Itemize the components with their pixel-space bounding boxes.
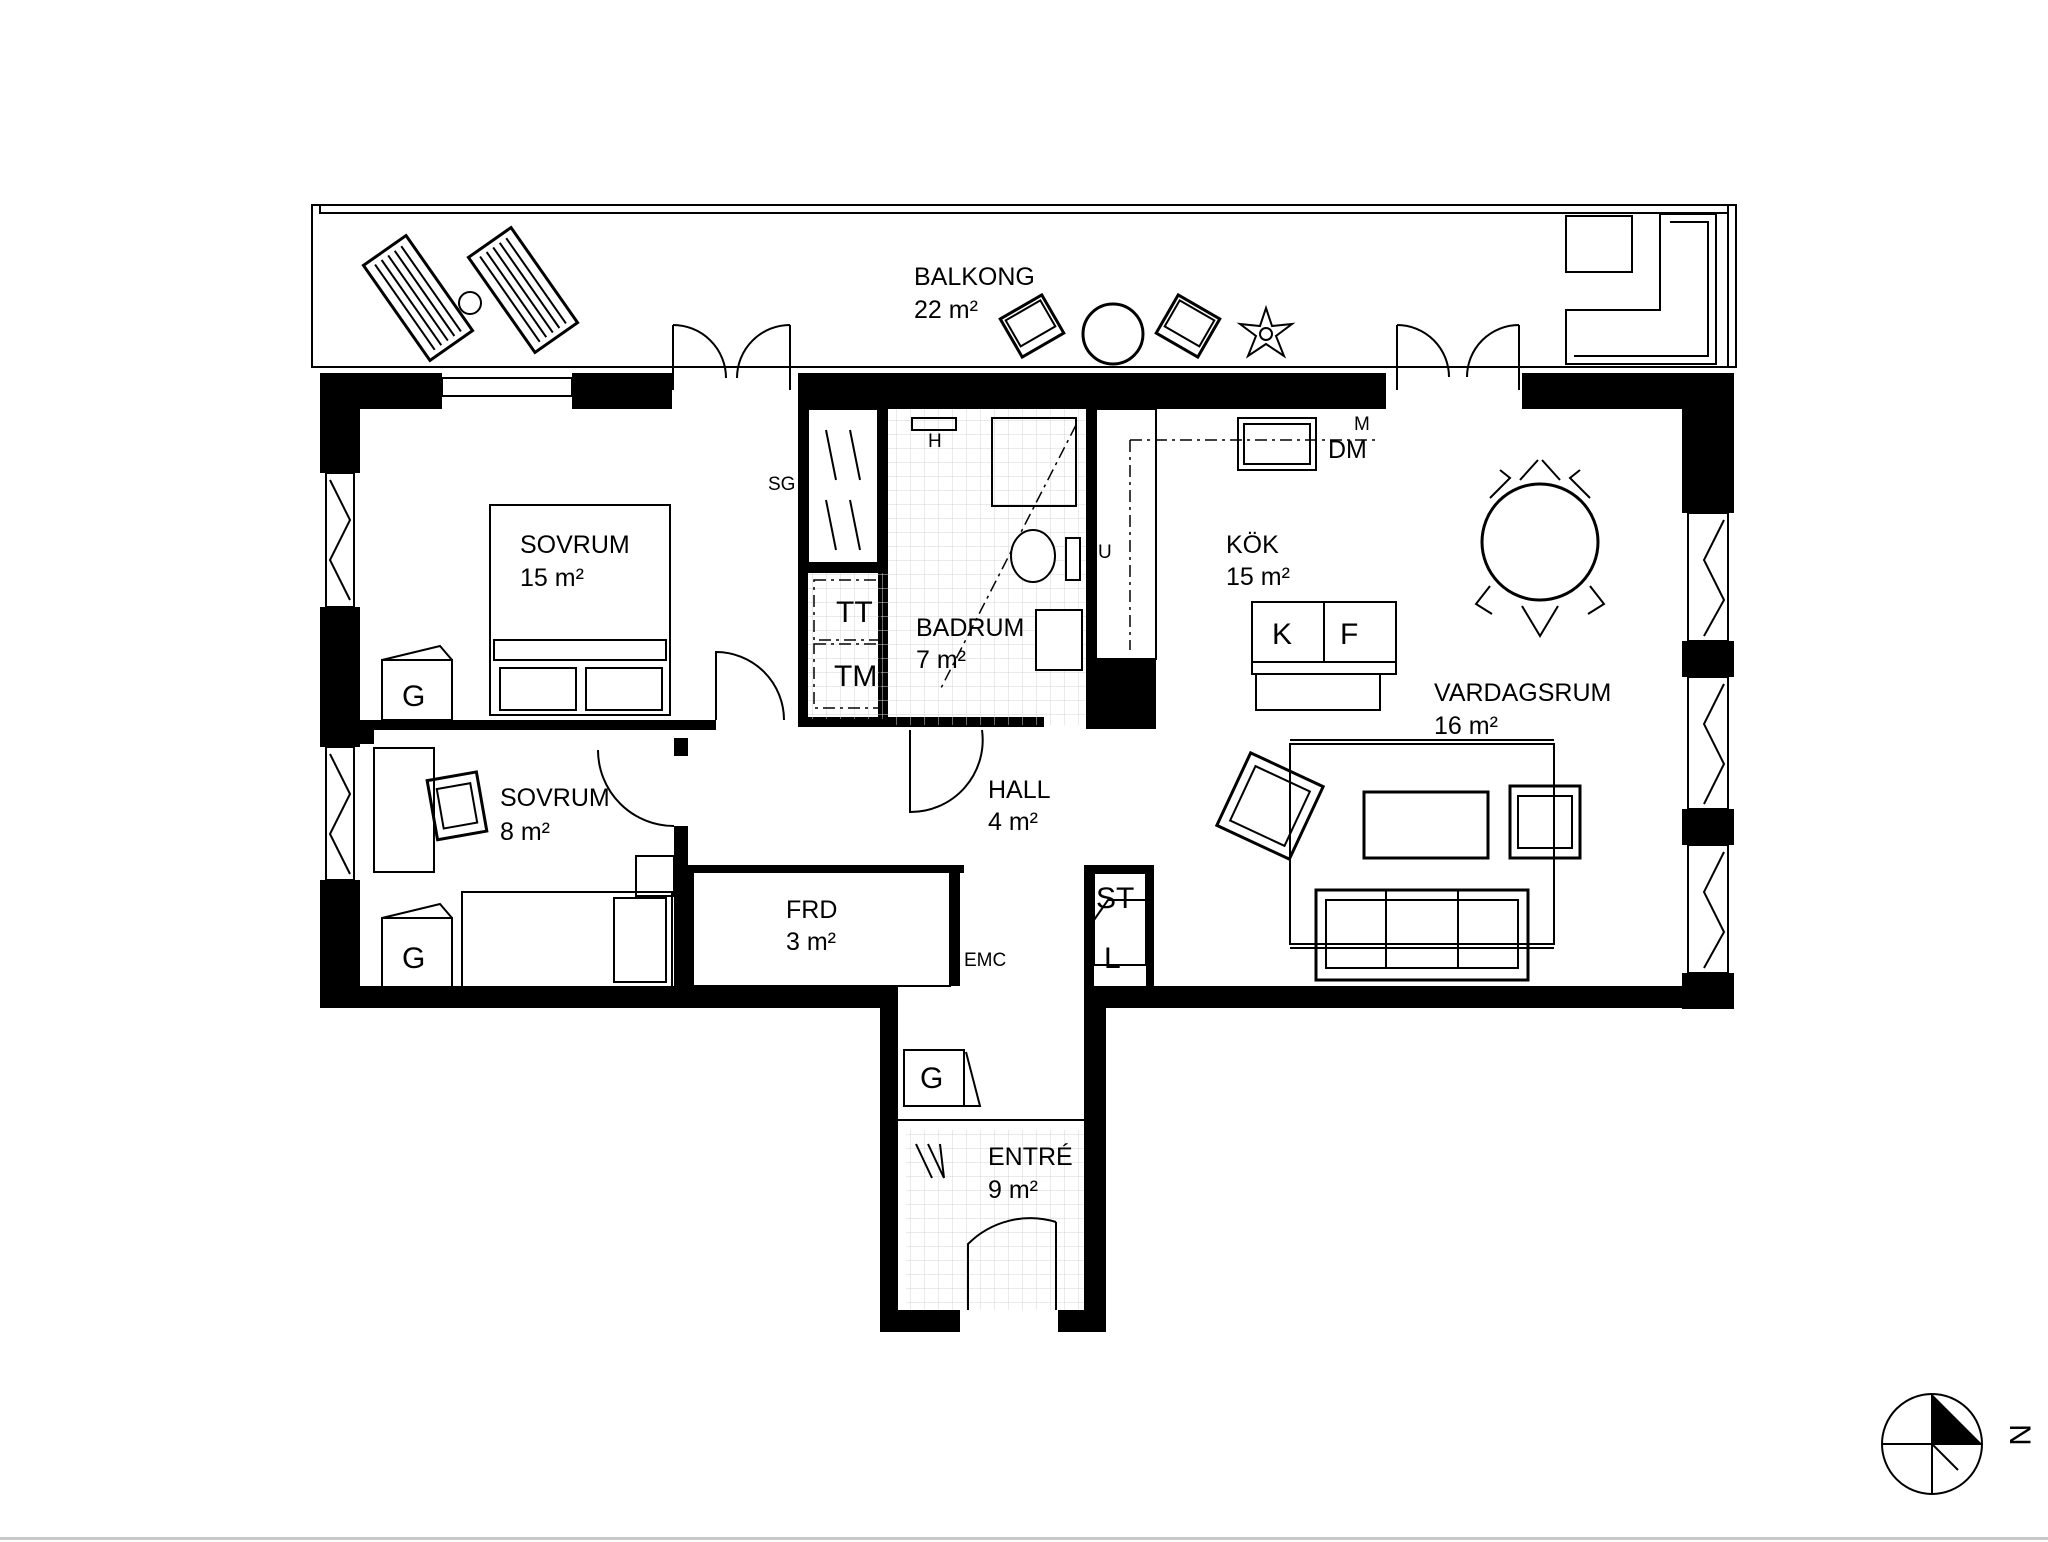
label-emc: EMC [964, 950, 1006, 971]
room-name-balkong: BALKONG [914, 263, 1035, 291]
label-tm: TM [834, 660, 877, 693]
plant [1236, 304, 1296, 359]
sun-lounger [466, 225, 580, 355]
room-name-vardagsrum: VARDAGSRUM [1434, 679, 1611, 707]
room-name-hall: HALL [988, 776, 1051, 804]
page-bottom-rule [0, 1537, 2048, 1540]
room-area-sovrum-small: 8 m² [500, 818, 550, 846]
label-tt: TT [836, 596, 873, 629]
label-st: ST [1096, 882, 1134, 915]
bedroom-small [373, 747, 675, 989]
room-area-entre: 9 m² [988, 1176, 1038, 1204]
label-m: M [1354, 414, 1370, 435]
interior-walls [360, 409, 1156, 986]
label-g-entre: G [920, 1062, 943, 1095]
label-l: L [1104, 942, 1121, 975]
fixture-labels: SG H M DM U TT TM K F G G G ST L EMC [402, 414, 1370, 1095]
balcony-door-right [1396, 324, 1520, 390]
room-area-hall: 4 m² [988, 808, 1038, 836]
room-name-frd: FRD [786, 896, 837, 924]
label-dm: DM [1328, 436, 1367, 464]
label-g-sovrum-small: G [402, 942, 425, 975]
hall-area [687, 729, 1147, 1310]
room-area-badrum: 7 m² [916, 646, 966, 674]
room-area-vardagsrum: 16 m² [1434, 712, 1498, 740]
label-h: H [928, 431, 942, 452]
label-f: F [1340, 618, 1358, 651]
label-g-sovrum-large: G [402, 680, 425, 713]
compass: N [1881, 1393, 2036, 1495]
room-name-entre: ENTRÉ [988, 1142, 1073, 1171]
wardrobe-sg [807, 408, 879, 564]
label-sg: SG [768, 474, 795, 495]
balcony-chair [998, 292, 1066, 360]
room-area-frd: 3 m² [786, 928, 836, 956]
room-name-sovrum-small: SOVRUM [500, 784, 610, 812]
room-area-sovrum-large: 15 m² [520, 564, 584, 592]
room-name-kok: KÖK [1226, 531, 1279, 559]
windows [328, 479, 1726, 969]
balcony [311, 204, 1737, 390]
kitchen [1095, 408, 1397, 711]
room-name-badrum: BADRUM [916, 614, 1024, 642]
side-table [458, 291, 482, 315]
sun-lounger [361, 233, 475, 363]
balcony-table [1081, 302, 1145, 366]
label-u: U [1098, 542, 1112, 563]
room-labels: BALKONG 22 m² SOVRUM 15 m² SOVRUM 8 m² B… [500, 263, 1611, 1204]
room-name-sovrum-large: SOVRUM [520, 531, 630, 559]
room-area-kok: 15 m² [1226, 563, 1290, 591]
balcony-chair [1154, 292, 1222, 360]
lounge-table [1565, 215, 1633, 273]
compass-north-label: N [2003, 1424, 2036, 1446]
bathroom [808, 409, 1086, 725]
label-k: K [1272, 618, 1292, 651]
balcony-door-left [672, 324, 791, 390]
room-area-balkong: 22 m² [914, 296, 978, 324]
corner-sofa [1565, 213, 1717, 365]
living-room-furniture [1214, 459, 1606, 982]
north-arrow-icon [1932, 1394, 1982, 1444]
bedroom-large [381, 504, 785, 721]
